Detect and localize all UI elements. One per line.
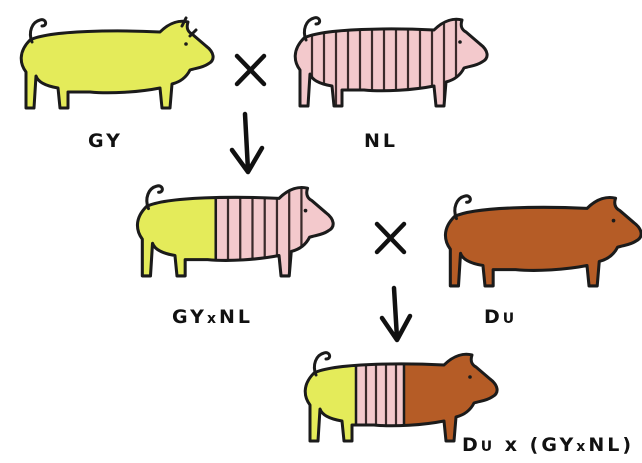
label-nl: NL <box>364 130 398 152</box>
label-gyxnl: GYxNL <box>172 306 253 328</box>
pig-du <box>445 196 641 286</box>
label-gy: GY <box>88 130 123 152</box>
label-du-x-gyxnl: DU x (GYxNL) <box>462 434 634 456</box>
cross-icon <box>377 224 404 252</box>
pig-gyxnl <box>126 178 333 280</box>
pig-du-x-gyxnl <box>294 345 497 445</box>
pig-gy <box>21 18 213 108</box>
cross-icon <box>237 56 264 84</box>
down-arrow-icon <box>382 288 410 340</box>
label-du: DU <box>484 306 517 328</box>
pig-nl <box>295 10 487 110</box>
down-arrow-icon <box>232 114 262 172</box>
